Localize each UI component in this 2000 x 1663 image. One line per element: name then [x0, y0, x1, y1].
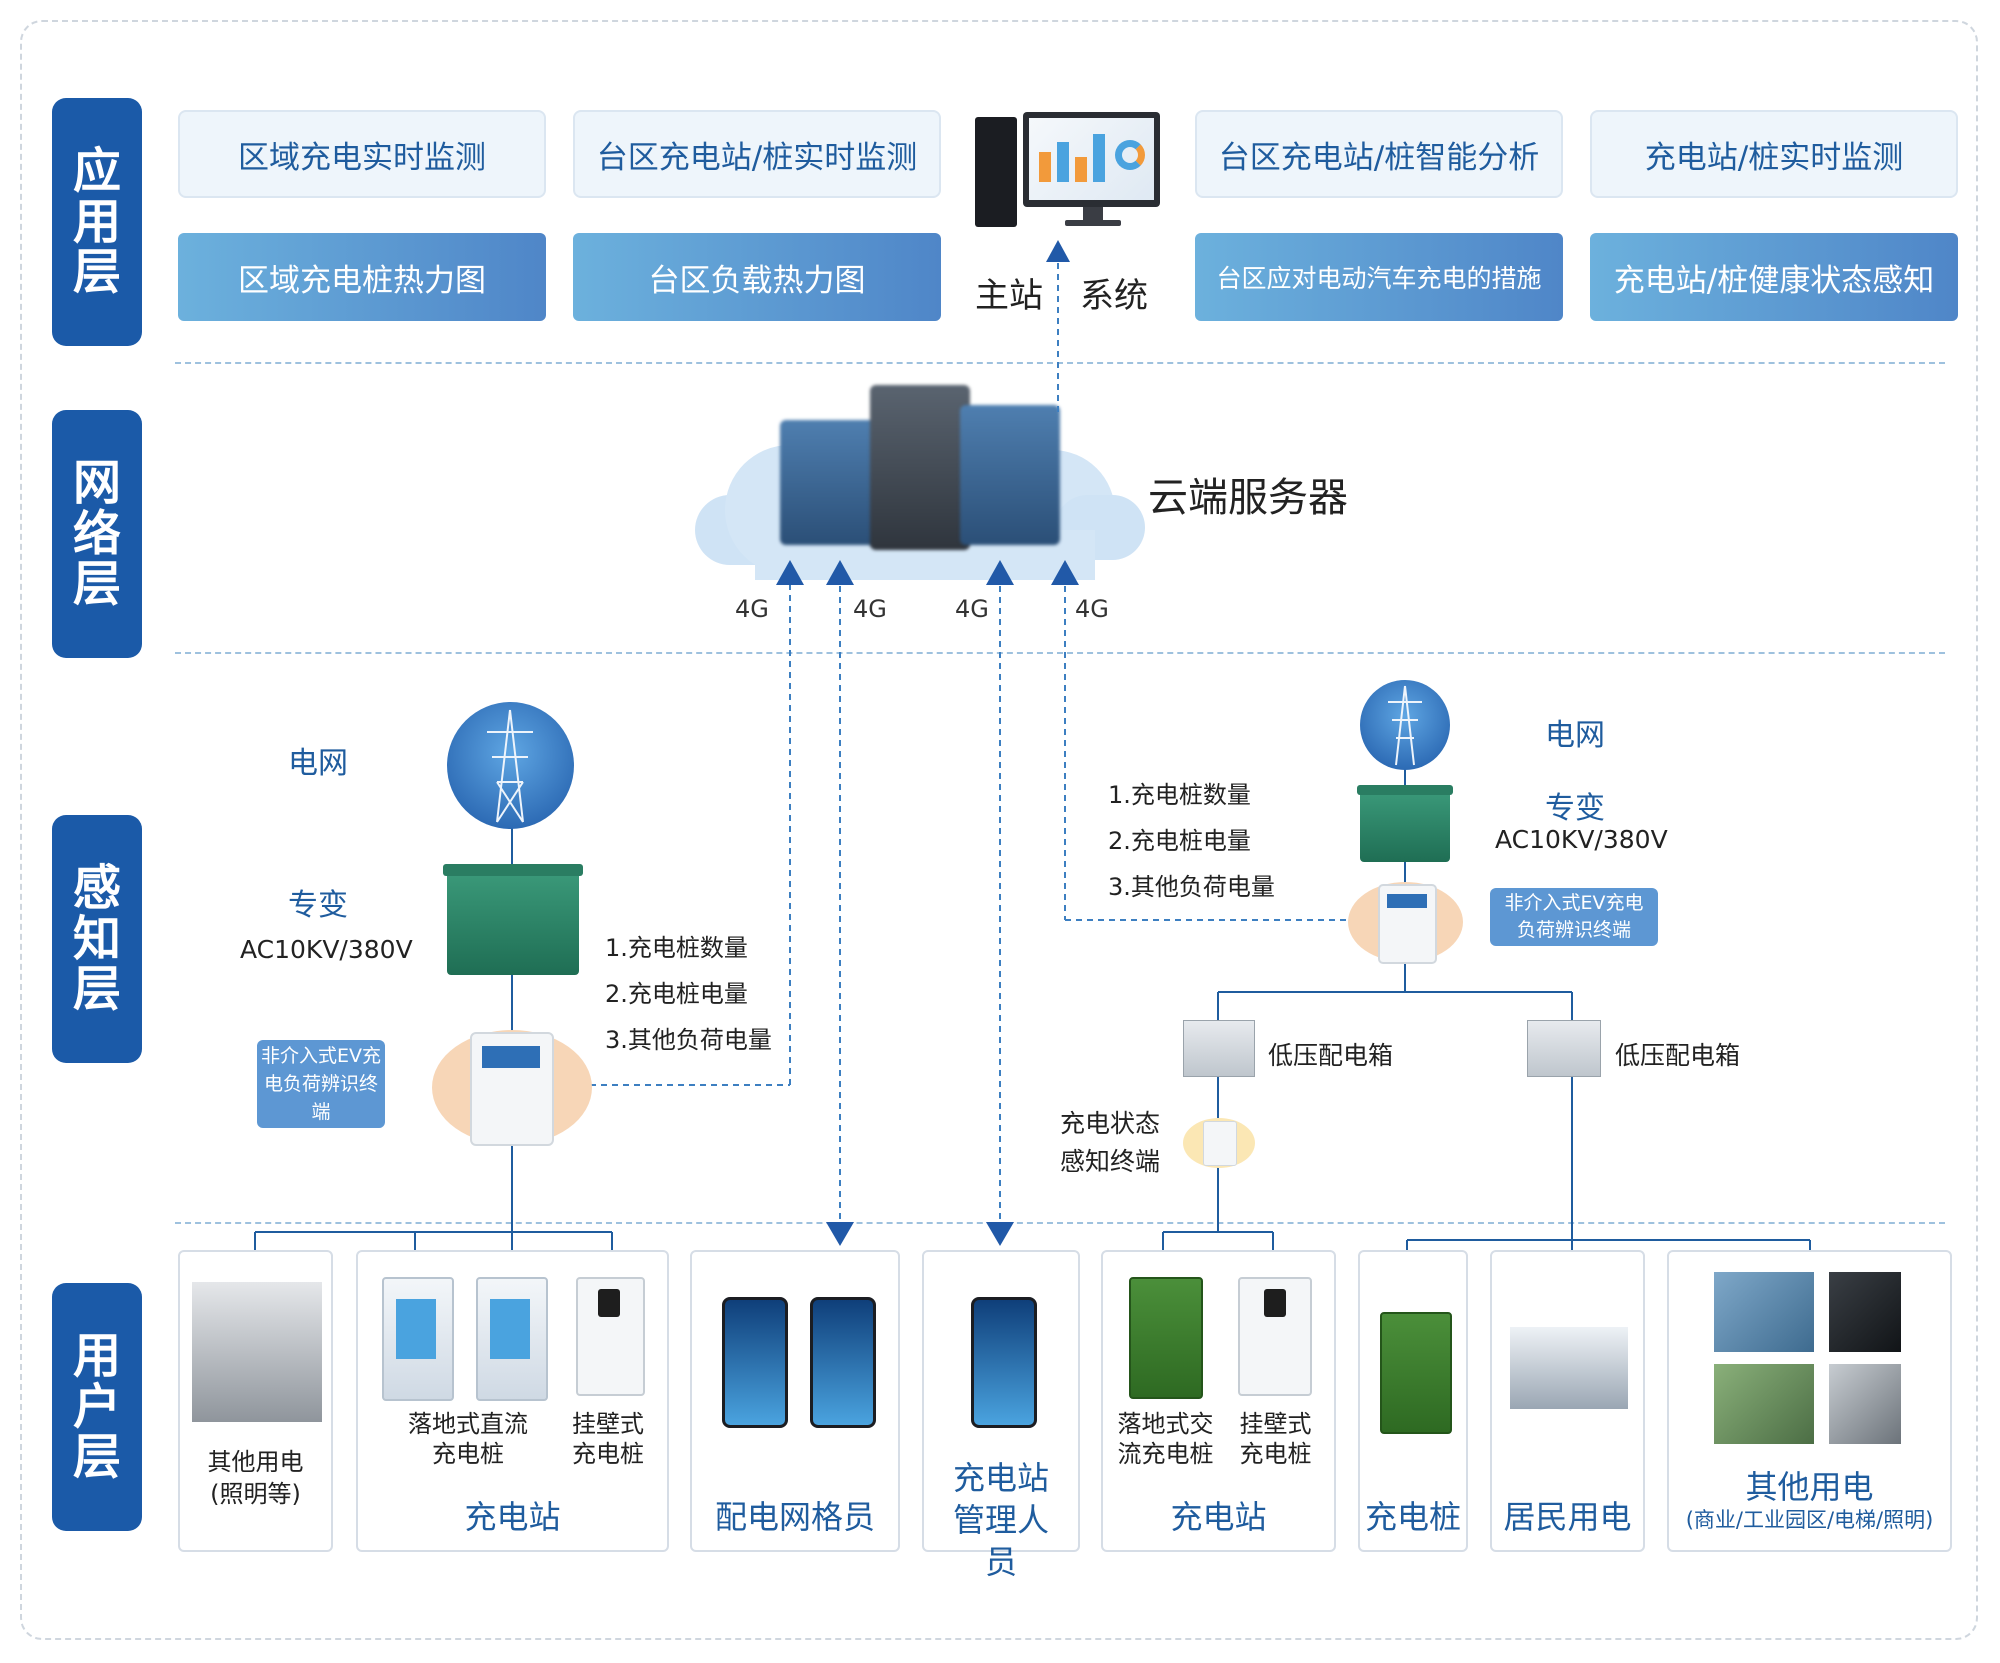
- network-tag-4g: 4G: [853, 595, 887, 623]
- left-terminal-badge: 非介入式EV充电负荷辨识终端: [257, 1040, 385, 1128]
- elevator-panel-image: [1829, 1272, 1901, 1352]
- other-power-label: 其他用电: [207, 1448, 304, 1476]
- metric-item: 2.充电桩电量: [605, 980, 748, 1008]
- right-grid-label: 电网: [1545, 718, 1605, 753]
- other-power-b-sub: (商业/工业园区/电梯/照明): [1685, 1508, 1934, 1532]
- dc-charging-pile-icon: [382, 1277, 454, 1401]
- right-transformer-label: 专变: [1545, 791, 1605, 826]
- distribution-cabinet-icon: [1527, 1020, 1601, 1077]
- app-box-regional-realtime: 区域充电实时监测: [178, 110, 546, 198]
- distribution-cabinet-icon: [1183, 1020, 1255, 1077]
- other-power-b-title: 其他用电: [1745, 1468, 1874, 1506]
- wall-charging-pile-icon: [1238, 1277, 1312, 1396]
- user-box-station-manager: 充电站管理人员: [922, 1250, 1080, 1581]
- ac-charging-pile-icon: [1380, 1312, 1452, 1434]
- power-tower-icon: [1360, 680, 1450, 770]
- layer-label-user: 用户层: [52, 1283, 142, 1531]
- ac-charging-pile-icon: [1129, 1277, 1203, 1399]
- lv-box-label: 低压配电箱: [1268, 1041, 1394, 1070]
- commercial-area-image: [1714, 1272, 1814, 1352]
- grid-staff-label: 配电网格员: [714, 1498, 875, 1536]
- left-grid-label: 电网: [288, 746, 348, 781]
- station-a-title: 充电站: [464, 1498, 561, 1536]
- layer-label-application: 应用层: [52, 98, 142, 346]
- layer-label-network: 网络层: [52, 410, 142, 658]
- left-metrics: 1.充电桩数量 2.充电桩电量 3.其他负荷电量: [605, 925, 772, 1063]
- industrial-park-image: [1714, 1364, 1814, 1444]
- wall-pile-label: 挂壁式充电桩: [1239, 1410, 1312, 1468]
- user-box-station-a: 落地式直流充电桩 挂壁式充电桩 充电站: [356, 1250, 669, 1552]
- metric-item: 1.充电桩数量: [605, 934, 748, 962]
- meter-terminal-icon: [1203, 1121, 1237, 1166]
- smartphone-icon: [971, 1297, 1037, 1428]
- separator-perception-user: [175, 1222, 1945, 1224]
- dc-pile-label: 落地式直流充电桩: [408, 1410, 528, 1468]
- status-terminal-label: 充电状态感知终端: [1060, 1109, 1161, 1176]
- station-manager-label: 充电站管理人员: [952, 1459, 1049, 1581]
- user-box-pile: 充电桩: [1358, 1250, 1468, 1552]
- wall-pile-label: 挂壁式充电桩: [572, 1410, 644, 1468]
- server-rack-icon: [870, 385, 970, 550]
- master-station-label: 主站: [975, 276, 1043, 316]
- right-metrics: 1.充电桩数量 2.充电桩电量 3.其他负荷电量: [1108, 772, 1275, 910]
- metric-item: 3.其他负荷电量: [605, 1026, 772, 1054]
- separator-network-perception: [175, 652, 1945, 654]
- right-voltage-label: AC10KV/380V: [1495, 825, 1668, 854]
- other-power-sublabel: (照明等): [210, 1480, 301, 1508]
- lighting-image: [1829, 1364, 1901, 1444]
- wall-charging-pile-icon: [576, 1277, 645, 1396]
- metric-item: 3.其他负荷电量: [1108, 873, 1275, 901]
- desktop-computer-icon: [975, 112, 1160, 232]
- network-tag-4g: 4G: [735, 595, 769, 623]
- transformer-icon: [443, 864, 583, 975]
- user-box-grid-staff: 配电网格员: [690, 1250, 900, 1552]
- dc-charging-pile-icon: [476, 1277, 548, 1401]
- smartphone-icon: [722, 1297, 788, 1428]
- user-box-other-power: 其他用电 (照明等): [178, 1250, 333, 1552]
- layer-label-perception: 感知层: [52, 815, 142, 1063]
- office-lighting-image: [192, 1282, 322, 1422]
- residential-building-image: [1510, 1327, 1628, 1409]
- app-box-district-load-heatmap: 台区负载热力图: [573, 233, 941, 321]
- transformer-icon: [1357, 785, 1453, 862]
- pile-label: 充电桩: [1364, 1498, 1461, 1536]
- metric-item: 2.充电桩电量: [1108, 827, 1251, 855]
- app-box-district-station-realtime: 台区充电站/桩实时监测: [573, 110, 941, 198]
- cloud-server-label: 云端服务器: [1148, 475, 1348, 521]
- server-rack-icon: [780, 420, 880, 545]
- app-box-station-realtime: 充电站/桩实时监测: [1590, 110, 1958, 198]
- separator-app-network: [175, 362, 1945, 364]
- residential-label: 居民用电: [1503, 1498, 1632, 1536]
- ac-pile-label: 落地式交流充电桩: [1117, 1410, 1214, 1468]
- power-tower-icon: [447, 702, 574, 829]
- user-box-residential: 居民用电: [1490, 1250, 1645, 1552]
- right-terminal-badge: 非介入式EV充电负荷辨识终端: [1490, 888, 1658, 946]
- network-tag-4g: 4G: [1075, 595, 1109, 623]
- station-b-title: 充电站: [1170, 1498, 1267, 1536]
- app-box-regional-heatmap: 区域充电桩热力图: [178, 233, 546, 321]
- diagram-frame: [20, 20, 1978, 1640]
- smartphone-icon: [810, 1297, 876, 1428]
- user-box-station-b: 落地式交流充电桩 挂壁式充电桩 充电站: [1101, 1250, 1336, 1552]
- lv-box-label: 低压配电箱: [1615, 1041, 1741, 1070]
- meter-terminal-icon: [470, 1032, 554, 1146]
- user-box-other-power-b: 其他用电 (商业/工业园区/电梯/照明): [1667, 1250, 1952, 1552]
- app-box-district-smart-analysis: 台区充电站/桩智能分析: [1195, 110, 1563, 198]
- metric-item: 1.充电桩数量: [1108, 781, 1251, 809]
- left-transformer-label: 专变: [288, 888, 348, 923]
- system-label: 系统: [1080, 276, 1148, 316]
- app-box-district-ev-measures: 台区应对电动汽车充电的措施: [1195, 233, 1563, 321]
- meter-terminal-icon: [1378, 884, 1437, 964]
- server-rack-icon: [960, 405, 1060, 545]
- app-box-station-health: 充电站/桩健康状态感知: [1590, 233, 1958, 321]
- network-tag-4g: 4G: [955, 595, 989, 623]
- left-voltage-label: AC10KV/380V: [240, 935, 413, 964]
